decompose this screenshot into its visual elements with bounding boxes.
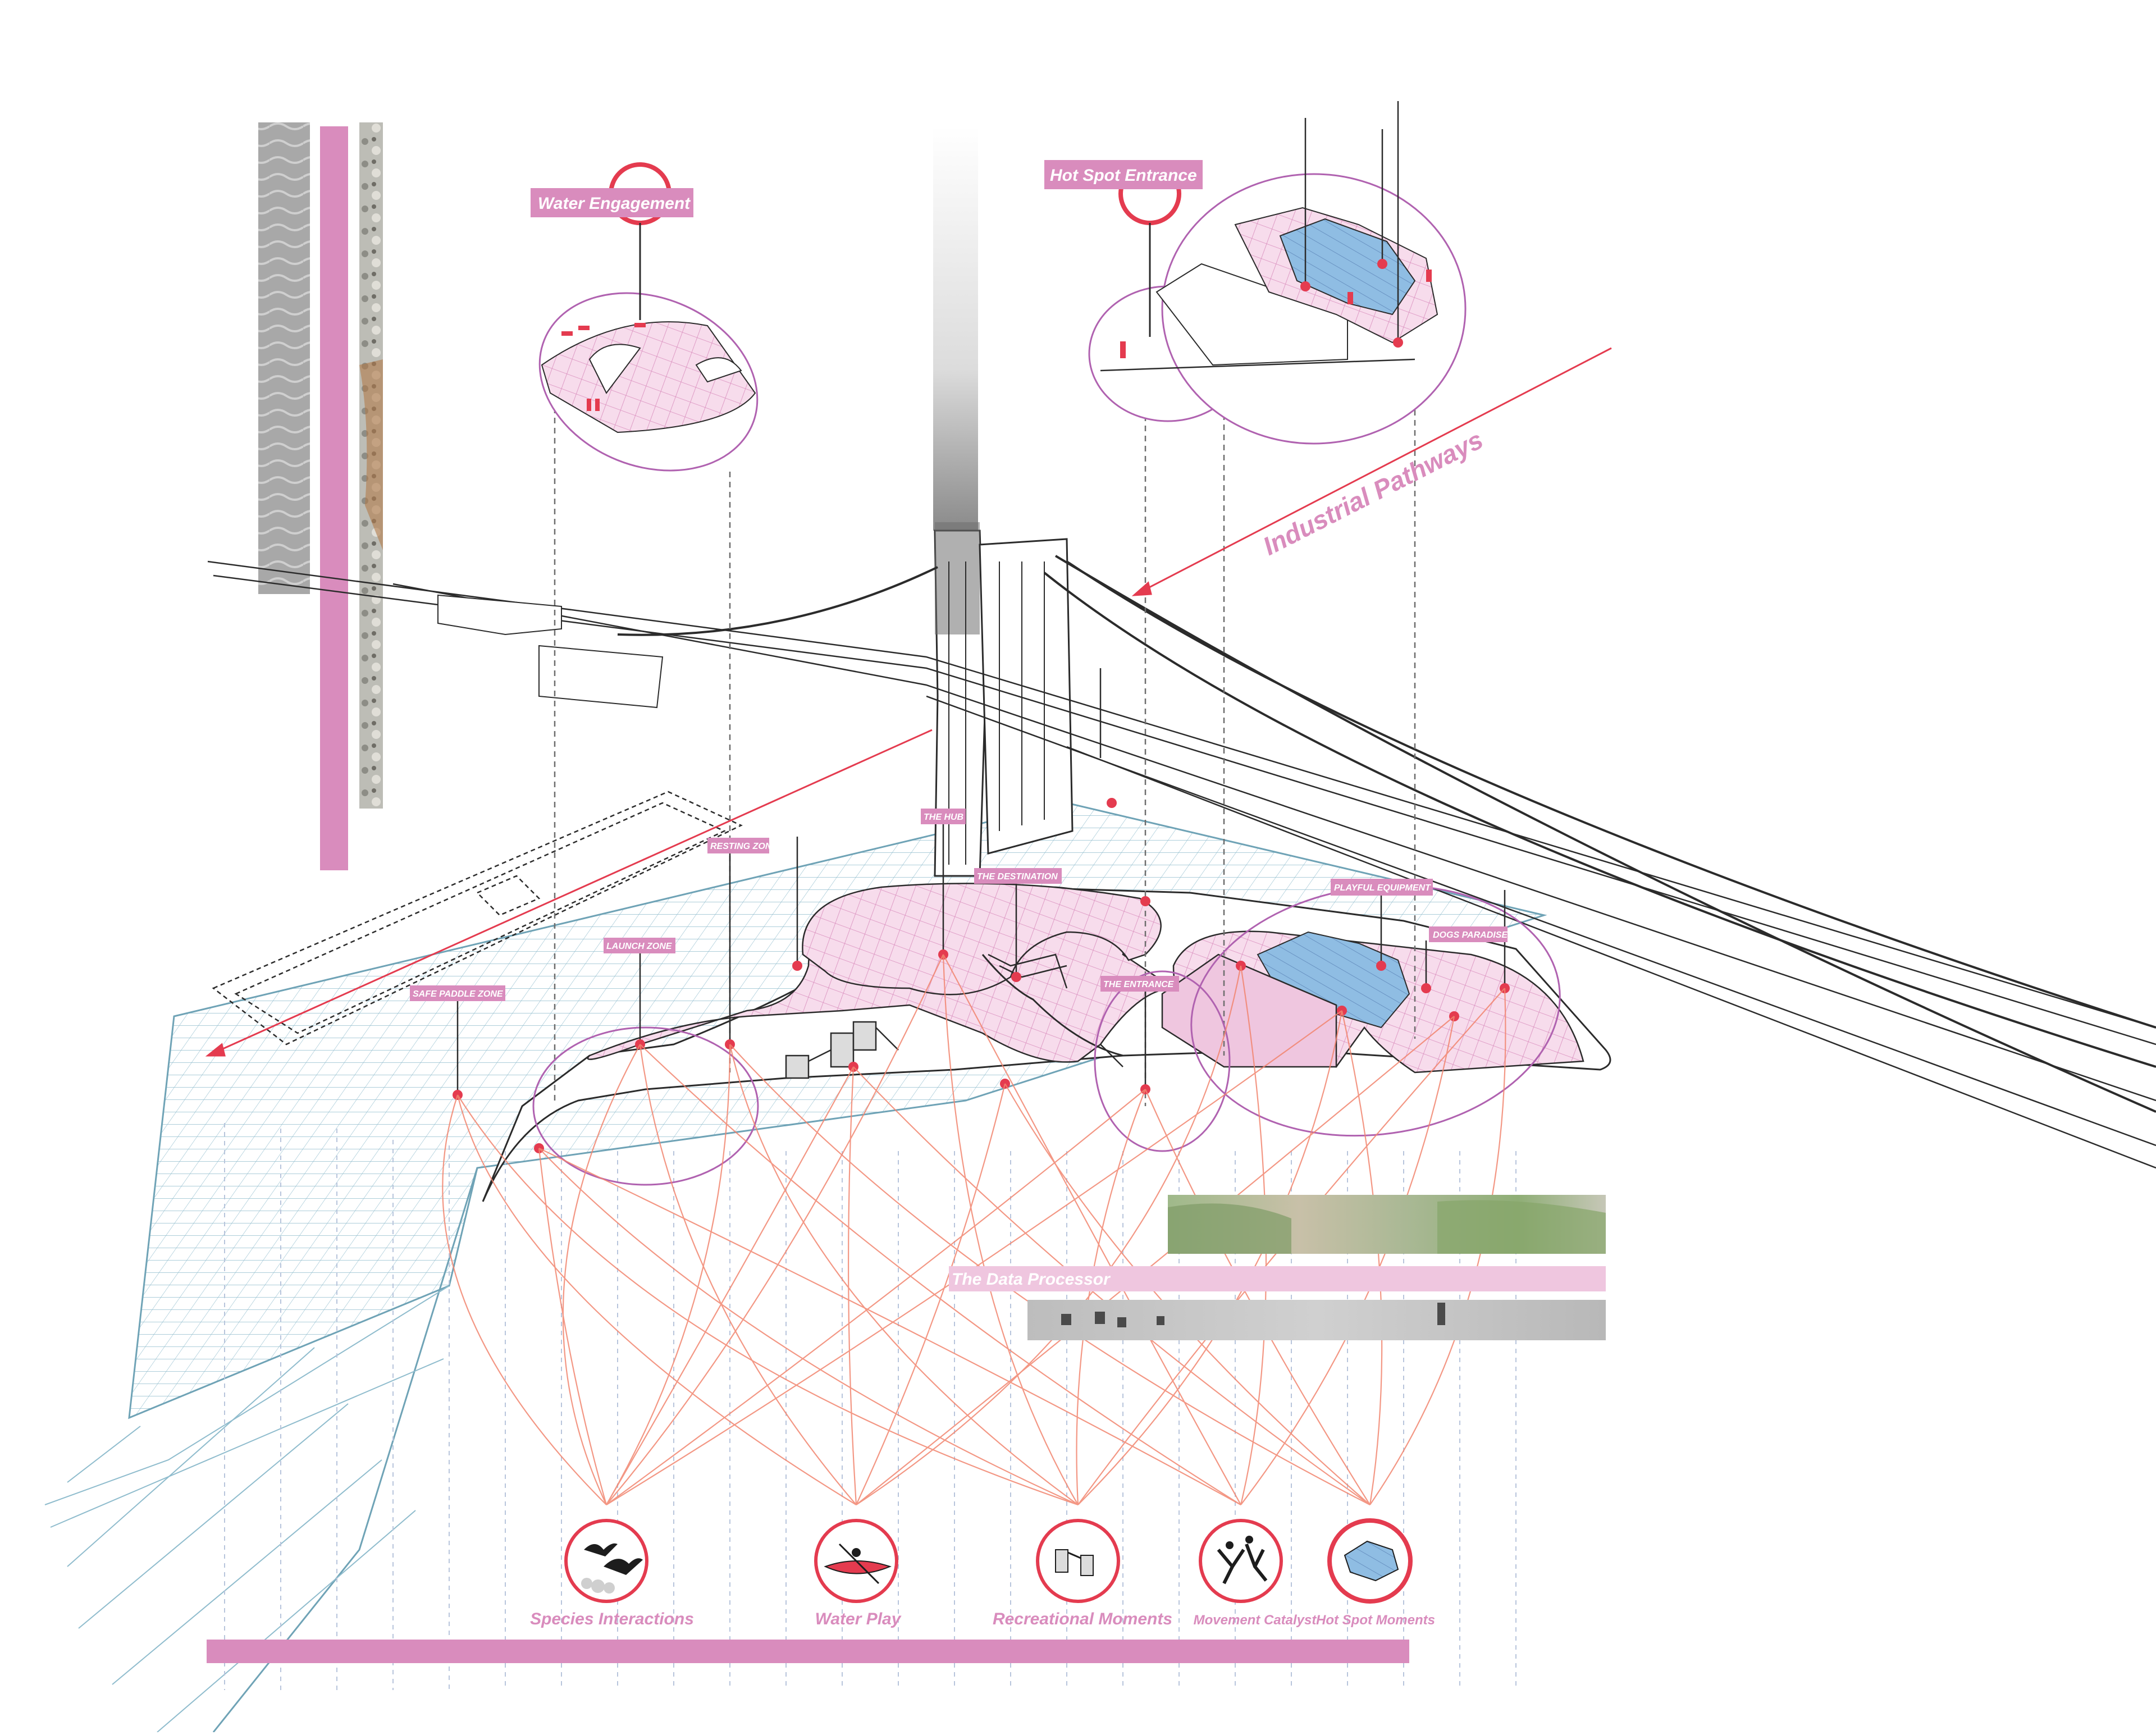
industrial-pathway-arrows bbox=[205, 347, 1612, 1057]
site-platform bbox=[482, 883, 1611, 1202]
hot-spot-entrance-label: Hot Spot Entrance bbox=[1050, 166, 1197, 185]
zone-safe-paddle: SAFE PADDLE ZONE bbox=[413, 989, 504, 999]
building-block bbox=[1161, 953, 1337, 1068]
dancers-icon bbox=[1199, 1519, 1283, 1603]
pink-vertical-bar bbox=[320, 126, 348, 870]
bottom-pink-bar bbox=[207, 1640, 1409, 1663]
water-texture-strip bbox=[258, 122, 310, 594]
category-icons bbox=[564, 1518, 1413, 1604]
data-processor-label: The Data Processor bbox=[952, 1270, 1111, 1289]
category-label-movement: Movement Catalyst bbox=[1194, 1613, 1317, 1628]
category-label-hotspot: Hot Spot Moments bbox=[1316, 1613, 1435, 1628]
hotspot-pool-icon bbox=[1327, 1518, 1413, 1604]
dashed-barge-outline bbox=[212, 791, 743, 1045]
zone-tags: THE HUB RESTING ZONE THE DESTINATION PLA… bbox=[410, 809, 1508, 1001]
category-label-recreational: Recreational Moments bbox=[993, 1610, 1172, 1628]
zone-the-hub: THE HUB bbox=[924, 812, 963, 822]
zone-the-destination: THE DESTINATION bbox=[977, 872, 1058, 882]
zone-playful-equipment: PLAYFUL EQUIPMENT bbox=[1334, 883, 1431, 893]
category-label-species: Species Interactions bbox=[530, 1610, 694, 1628]
zone-leaders bbox=[456, 668, 1506, 1095]
detail-bubble-water bbox=[538, 292, 759, 472]
data-connections bbox=[442, 954, 1506, 1506]
water-engagement-label: Water Engagement bbox=[538, 194, 691, 213]
industrial-pathways-label: Industrial Pathways bbox=[1258, 424, 1488, 560]
zone-resting: RESTING ZONE bbox=[710, 842, 778, 851]
data-processor-bar bbox=[949, 1266, 1606, 1291]
kayak-photo bbox=[1027, 1300, 1606, 1340]
kayak-icon bbox=[814, 1519, 898, 1603]
playground-icon bbox=[1036, 1519, 1120, 1603]
zone-launch: LAUNCH ZONE bbox=[606, 942, 673, 951]
bridge-tower-fade bbox=[933, 126, 978, 531]
bridge bbox=[207, 126, 2156, 1169]
birds-icon bbox=[564, 1519, 648, 1603]
detail-bubble-hotspot bbox=[1088, 173, 1467, 445]
category-label-water-play: Water Play bbox=[815, 1610, 902, 1628]
data-processor-photos bbox=[949, 1195, 1606, 1340]
zone-dogs-paradise: DOGS PARADISE bbox=[1433, 930, 1508, 940]
zone-the-entrance: THE ENTRANCE bbox=[1103, 980, 1175, 989]
category-labels: Species Interactions Water Play Recreati… bbox=[530, 1610, 1435, 1628]
texture-strips bbox=[258, 122, 383, 870]
playground-structure bbox=[785, 1021, 899, 1079]
